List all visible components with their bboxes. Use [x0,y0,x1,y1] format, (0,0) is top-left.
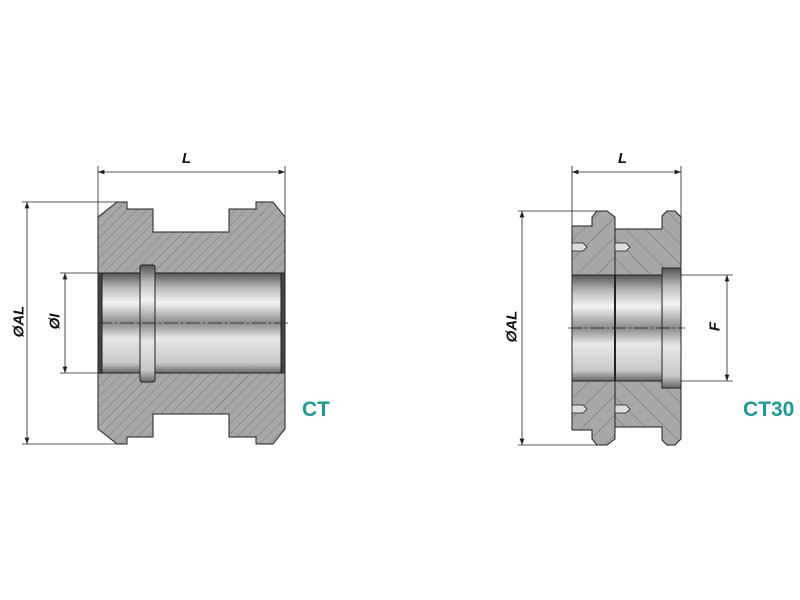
ct30-section [568,210,685,446]
ct30-dimensions [518,166,733,446]
ct-body-bottom [97,372,286,445]
ct-dimensions [22,166,286,445]
ct-groove [139,264,156,383]
ct-body-top [97,201,286,274]
ct-outer-diameter-label: ØAL [10,305,28,338]
ct-model-label: CT [302,398,330,421]
ct-section [97,201,290,445]
ct30-model-label: CT30 [743,398,795,421]
ct-inner-diameter-label: ØI [46,313,64,330]
screw-icon [571,242,631,414]
ct30-bore-label: F [706,321,724,332]
ct30-outer-diameter-label: ØAL [503,310,521,343]
ct30-length-label: L [618,150,628,167]
ct-length-label: L [182,150,192,167]
